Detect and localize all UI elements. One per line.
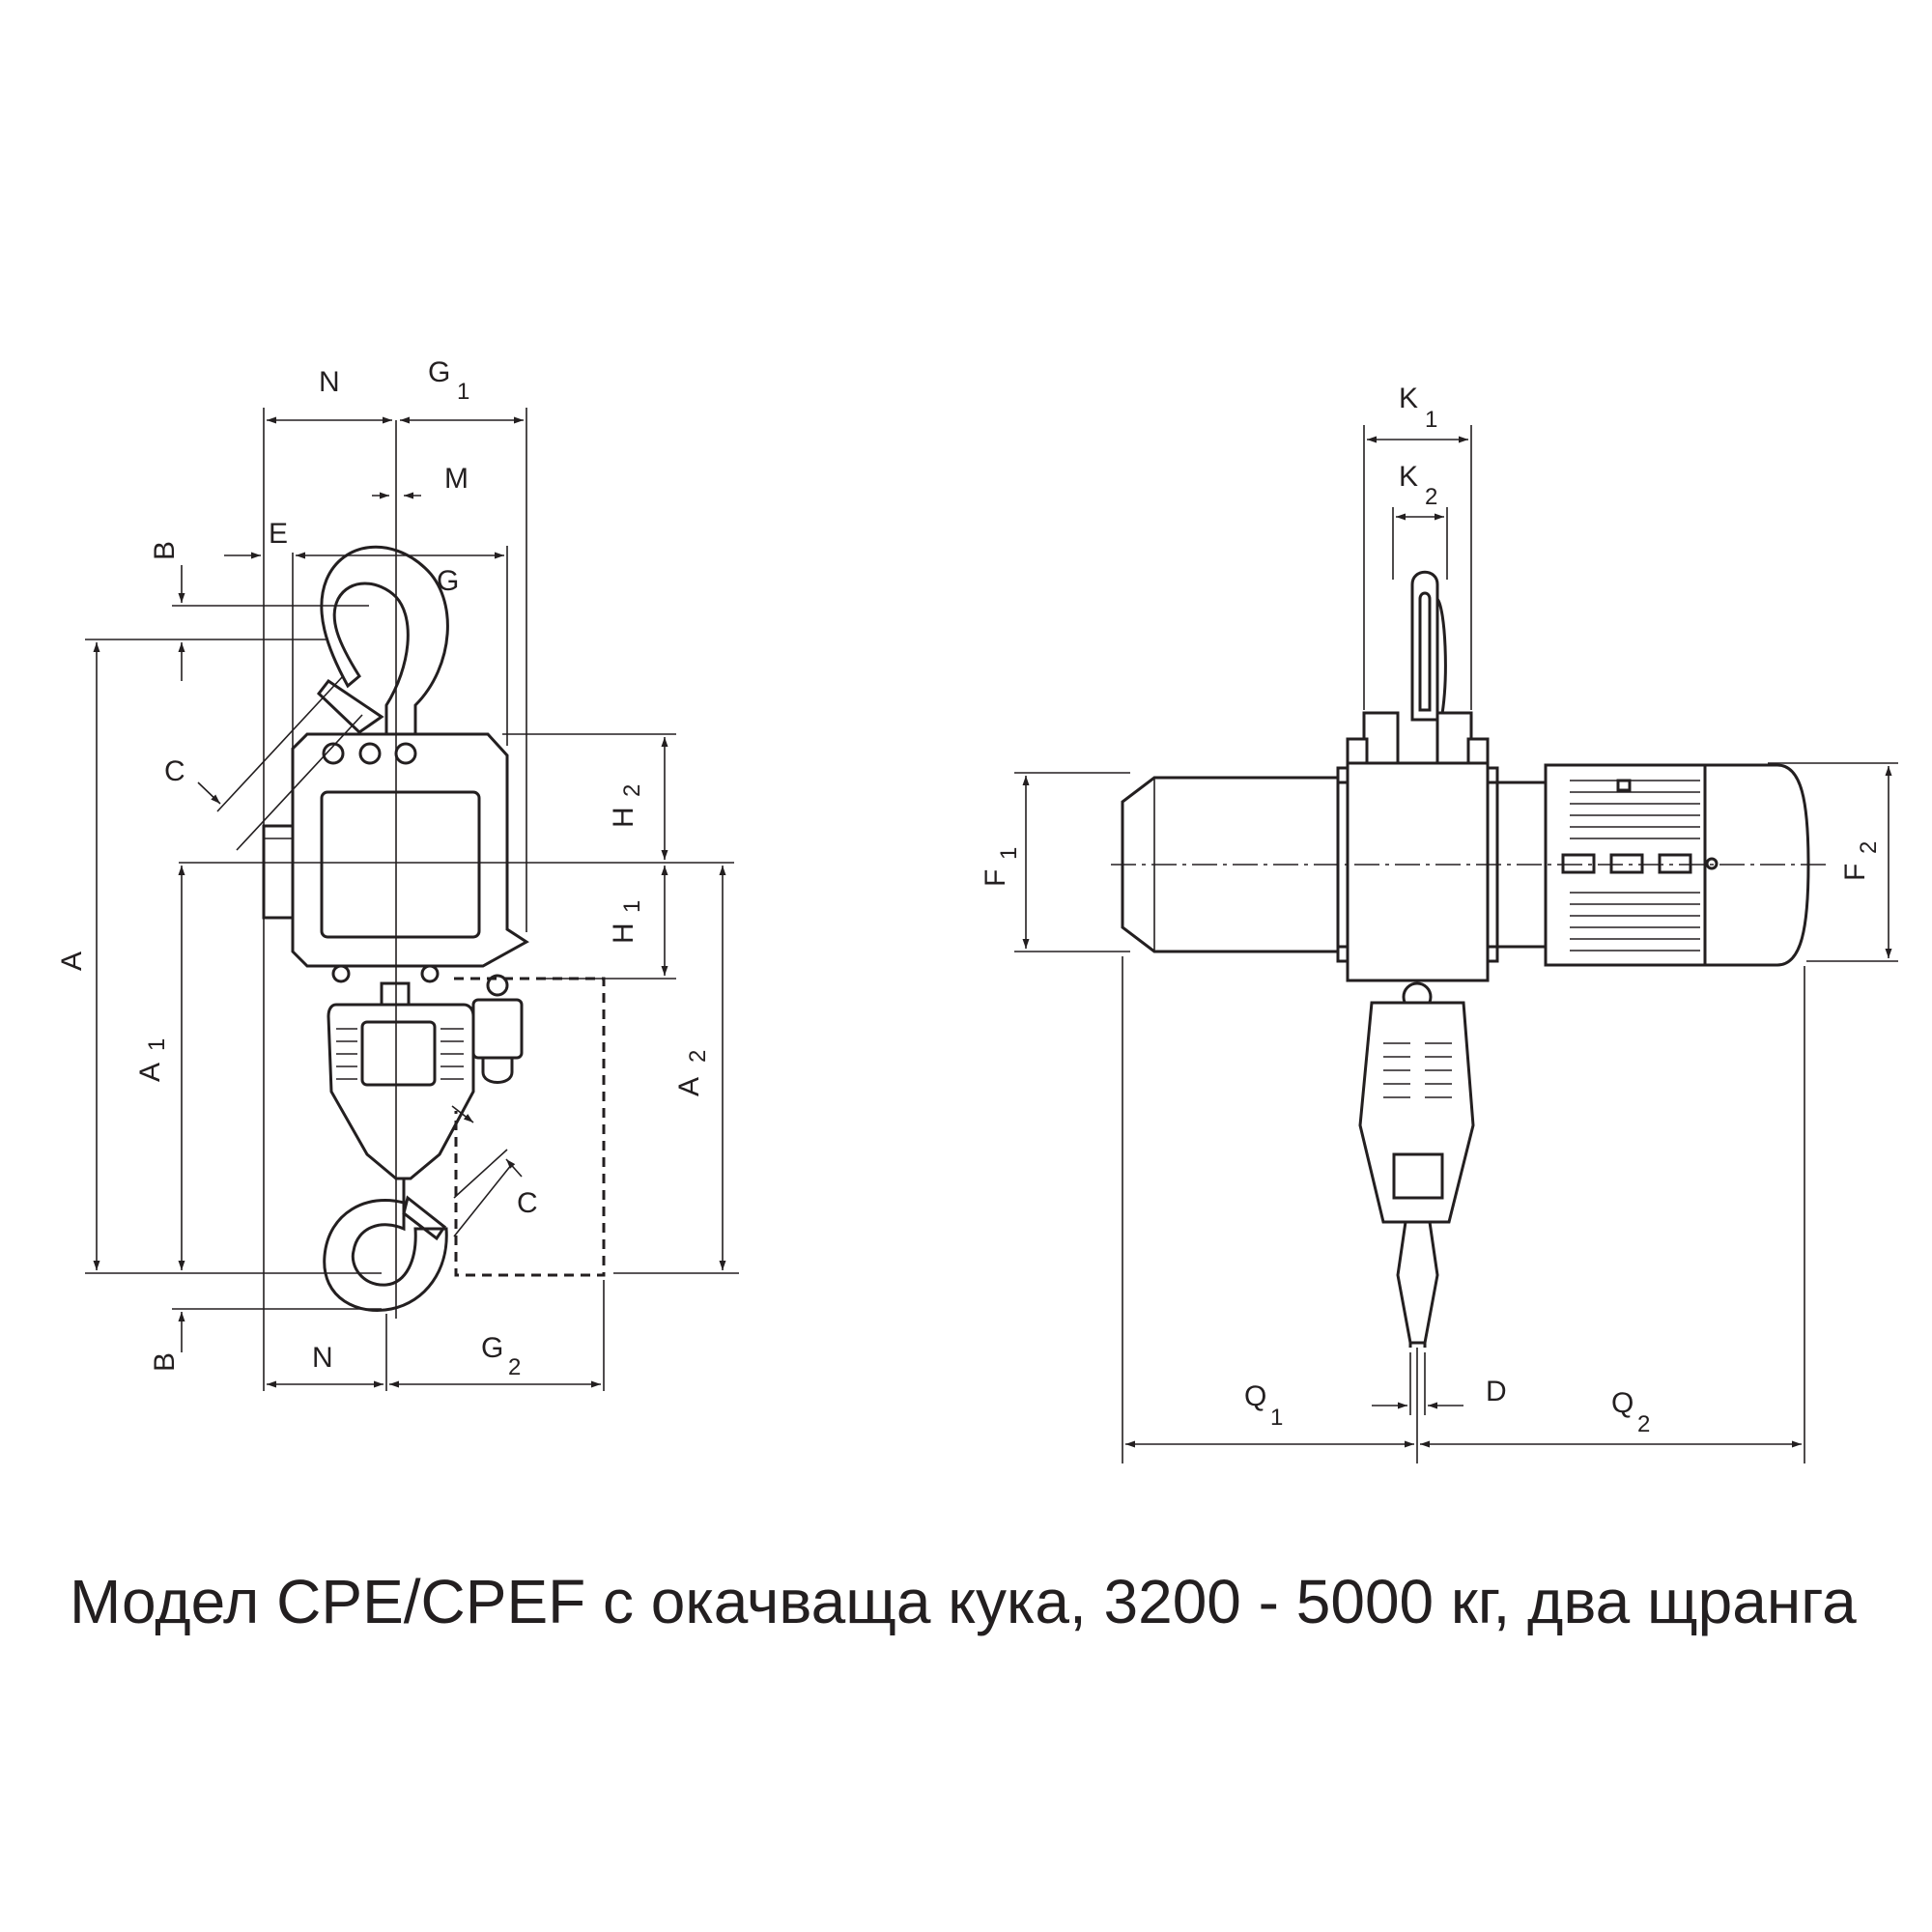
label-D: D [1486,1376,1507,1407]
label-G1: G [428,356,450,388]
leader-C-top [197,781,221,805]
label-F1-sub: 1 [996,847,1022,860]
front-view: K 1 K 2 F 1 F 2 Q 1 D Q 2 [980,383,1898,1463]
label-K1: K [1399,383,1418,414]
label-C-bottom: C [517,1187,538,1219]
label-F1: F [980,869,1011,887]
hoist-housing [262,732,529,968]
label-Q2: Q [1611,1387,1634,1419]
label-N-top: N [319,366,340,398]
label-K2-sub: 2 [1425,484,1437,510]
label-A2: A [673,1077,705,1096]
label-E: E [269,518,288,550]
label-G2-sub: 2 [508,1354,521,1380]
figure-caption: Модел CPE/CPEF с окачваща кука, 3200 - 5… [70,1567,1857,1636]
leader-C-mid [451,1105,474,1123]
pendant-control [471,974,524,1084]
label-A1-sub: 1 [144,1038,170,1051]
label-K1-sub: 1 [1425,407,1437,433]
label-N-bottom: N [312,1342,333,1374]
label-Q1: Q [1244,1380,1266,1412]
label-A2-sub: 2 [685,1050,711,1063]
label-H1-sub: 1 [619,900,645,913]
label-A: A [56,952,88,971]
label-M: M [444,463,469,495]
label-H1: H [608,923,639,944]
label-G1-sub: 1 [457,379,469,405]
label-F2: F [1839,864,1871,881]
label-H2: H [608,807,639,828]
side-view: N G 1 M E G B C A A 1 A 2 H 2 H 1 C B N … [56,356,739,1391]
label-B-bottom: B [149,1352,181,1372]
label-Q2-sub: 2 [1637,1411,1650,1437]
leader-C-bottom [505,1158,523,1178]
label-K2: K [1399,461,1418,493]
load-hook [323,1179,448,1312]
label-A1: A [134,1063,166,1082]
electric-motor [1495,763,1810,967]
label-F2-sub: 2 [1856,841,1882,854]
gear-housing [1336,711,1499,982]
bottom-block [327,964,475,1180]
top-suspension-hook [316,545,449,736]
front-bottom-block [1358,981,1475,1348]
label-C-top: C [164,755,185,787]
label-G: G [437,565,459,597]
label-G2: G [481,1332,503,1364]
front-suspension-hook [1410,570,1447,722]
label-H2-sub: 2 [619,784,645,797]
label-B-top: B [149,541,181,560]
label-Q1-sub: 1 [1270,1405,1283,1431]
